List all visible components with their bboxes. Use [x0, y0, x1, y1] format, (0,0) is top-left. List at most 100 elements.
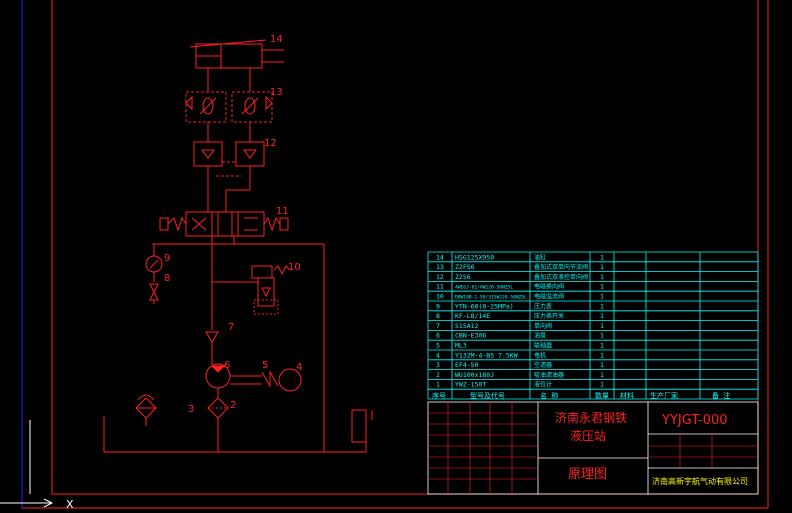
- bom-row-name: 压力表开关: [534, 312, 564, 320]
- callout-5: 5: [262, 360, 268, 371]
- bom-row-quantity: 1: [600, 253, 604, 261]
- bom-row-name: 电磁换向阀: [534, 283, 564, 291]
- bom-row-quantity: 1: [600, 322, 604, 330]
- bom-row-name: 空滤器: [534, 361, 552, 369]
- bom-row-spec: WU100x180J: [455, 371, 494, 379]
- drawing-frame: [21, 0, 769, 509]
- callout-10: 10: [288, 262, 301, 273]
- bom-row-name: 油缸: [534, 253, 546, 261]
- bom-header-maker: 生产厂家: [650, 391, 678, 400]
- pilot-check-valve-symbol: [193, 141, 265, 167]
- ucs-icon: X: [0, 420, 74, 511]
- bom-row-number: 7: [436, 322, 440, 330]
- callout-3: 3: [188, 404, 194, 415]
- bom-row-name: 叠加式双单向节流阀: [534, 263, 588, 271]
- bom-row-number: 2: [436, 371, 440, 379]
- bom-row-number: 14: [436, 253, 444, 261]
- bom-row-spec: Z2S6: [455, 273, 471, 281]
- relief-valve-symbol: [212, 265, 291, 315]
- motor-symbol: [261, 368, 302, 392]
- bom-row-spec: ML3: [455, 342, 467, 350]
- bom-row-quantity: 1: [600, 351, 604, 359]
- bom-row-spec: Y132M-4-B5 7.5KW: [455, 351, 518, 359]
- bom-header-spec: 型号及代号: [470, 391, 505, 400]
- bom-row-number: 4: [436, 351, 440, 359]
- bom-row-number: 3: [436, 361, 440, 369]
- bom-row-name: 液位计: [534, 381, 552, 389]
- drawing-number: YYJGT-000: [661, 413, 728, 428]
- bom-row-spec: YWZ-150T: [455, 381, 486, 389]
- station-name: 液压站: [570, 428, 606, 443]
- designer-organization: 济南高新宇航气动有限公司: [652, 476, 748, 486]
- bom-row-name: 油泵: [534, 332, 546, 340]
- bom-header-no: 序号: [432, 391, 446, 400]
- hydraulic-cylinder-symbol: [195, 43, 284, 92]
- bom-header-name: 名 称: [540, 391, 558, 400]
- bom-header-row: 序号 型号及代号 名 称 数量 材料 生产厂家 备 注: [432, 391, 730, 400]
- bom-row-quantity: 1: [600, 342, 604, 350]
- callout-9: 9: [164, 253, 170, 264]
- oil-tank-symbol: [103, 409, 373, 453]
- bom-row-quantity: 1: [600, 381, 604, 389]
- bom-row-spec: Z2FS6: [455, 263, 475, 271]
- bom-row-number: 13: [436, 263, 444, 271]
- suction-filter-symbol: [207, 397, 229, 452]
- bom-row-name: 压力表: [534, 302, 552, 310]
- drawing-name: 原理图: [568, 467, 607, 482]
- bom-row-spec: KF-L8/14E: [455, 312, 490, 320]
- bom-header-qty: 数量: [595, 391, 609, 400]
- callout-2: 2: [230, 400, 236, 411]
- bom-row-quantity: 1: [600, 263, 604, 271]
- bom-row-name: 电磁溢流阀: [534, 293, 564, 301]
- bom-row-spec: EF4-50: [455, 361, 479, 369]
- bom-row-spec: S15A12: [455, 322, 479, 330]
- bom-row-spec: 4WE6J-61/AW220-50NZ5L: [455, 285, 513, 291]
- bom-row-number: 9: [436, 302, 440, 310]
- bom-row-name: 吸油滤油器: [534, 371, 564, 379]
- bom-row-quantity: 1: [600, 293, 604, 301]
- bom-row-spec: YTN-60(0-25MPa): [455, 302, 514, 310]
- bom-row-number: 6: [436, 332, 440, 340]
- directional-valve-symbol: [159, 211, 289, 237]
- callout-4: 4: [296, 362, 302, 373]
- bom-header-material: 材料: [620, 391, 634, 400]
- pressure-gauge-symbol: [145, 255, 163, 304]
- callout-7: 7: [228, 322, 234, 333]
- bom-row-number: 1: [436, 381, 440, 389]
- callout-8: 8: [164, 273, 170, 284]
- ucs-x-label: X: [66, 498, 74, 511]
- bom-row-quantity: 1: [600, 312, 604, 320]
- hydraulic-schematic: [103, 39, 373, 453]
- bom-row-number: 12: [436, 273, 444, 281]
- bom-row-quantity: 1: [600, 371, 604, 379]
- bom-row-name: 叠加式双液控单向阀: [534, 273, 588, 281]
- callout-labels: 14 13 12 11 10 9 8 7 6 5 4 3 2: [164, 34, 302, 415]
- air-filter-symbol: [135, 394, 157, 426]
- throttle-valve-symbol: [185, 91, 273, 123]
- title-block: 济南永君钢铁 液压站 YYJGT-000 原理图 济南高新宇航气动有限公司: [427, 401, 759, 495]
- bom-row-quantity: 1: [600, 361, 604, 369]
- bom-header-remark: 备 注: [712, 391, 730, 400]
- bom-row-quantity: 1: [600, 332, 604, 340]
- bom-row-quantity: 1: [600, 283, 604, 291]
- bom-row-spec: DBW10B-1-50/315W220-50NZ5L: [455, 295, 527, 301]
- bom-row-name: 联轴器: [534, 342, 552, 350]
- bom-row-quantity: 1: [600, 302, 604, 310]
- callout-14: 14: [270, 34, 283, 45]
- bom-row-name: 单向阀: [534, 322, 552, 330]
- bom-row-spec: CBN-E306: [455, 332, 486, 340]
- callout-12: 12: [264, 138, 277, 149]
- pump-symbol: [205, 363, 262, 389]
- bom-row-number: 11: [436, 283, 444, 291]
- bom-row-quantity: 1: [600, 273, 604, 281]
- company-name: 济南永君钢铁: [555, 410, 627, 425]
- bom-row-spec: HSG125X950: [455, 253, 494, 261]
- bom-row-name: 电机: [534, 351, 546, 359]
- callout-6: 6: [224, 360, 230, 371]
- bom-row-number: 10: [436, 293, 444, 301]
- bom-row-number: 5: [436, 342, 440, 350]
- callout-13: 13: [270, 87, 283, 98]
- bom-row-number: 8: [436, 312, 440, 320]
